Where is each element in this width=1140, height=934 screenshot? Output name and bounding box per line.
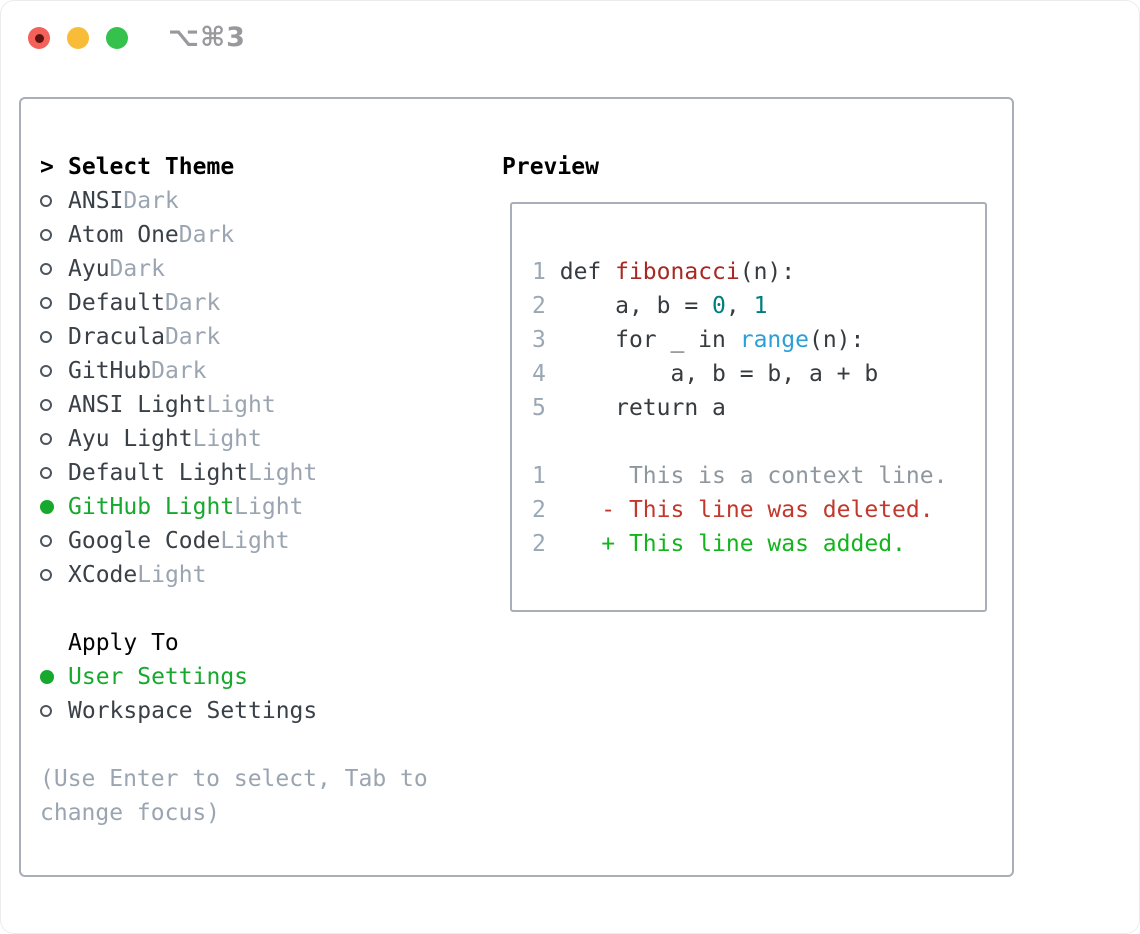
- preview-heading: Preview: [502, 154, 599, 180]
- theme-option[interactable]: Default Dark: [40, 286, 455, 320]
- code-line: 3 for _ in range(n):: [532, 327, 865, 353]
- option-variant: Light: [248, 460, 318, 486]
- theme-option[interactable]: Default Light Light: [40, 456, 455, 490]
- keyboard-hint: (Use Enter to select, Tab to change focu…: [40, 766, 428, 826]
- radio-icon: [40, 535, 52, 547]
- option-name: Dracula: [68, 324, 165, 350]
- option-name: Default Light: [68, 460, 249, 486]
- option-variant: Dark: [151, 358, 207, 384]
- code-line: 2 - This line was deleted.: [532, 497, 934, 523]
- theme-option[interactable]: GitHub Light Light: [40, 490, 455, 524]
- option-name: XCode: [68, 562, 138, 588]
- code-line: 1 def fibonacci(n):: [532, 259, 796, 285]
- option-name: Ayu Light: [68, 426, 193, 452]
- theme-option[interactable]: Dracula Dark: [40, 320, 455, 354]
- option-name: Workspace Settings: [68, 698, 318, 724]
- option-variant: Light: [192, 426, 262, 452]
- code-line: 5 return a: [532, 395, 726, 421]
- option-variant: Light: [137, 562, 207, 588]
- spacer: [40, 728, 455, 762]
- radio-icon: [40, 433, 52, 445]
- option-variant: Dark: [164, 324, 221, 350]
- window-title: ⌥⌘3: [168, 22, 246, 53]
- radio-icon: [40, 569, 52, 581]
- radio-selected-icon: [40, 500, 54, 514]
- option-name: ANSI Light: [68, 392, 207, 418]
- option-name: Ayu: [68, 256, 110, 282]
- theme-option[interactable]: ANSI Dark: [40, 184, 455, 218]
- apply-to-option[interactable]: Workspace Settings: [40, 694, 455, 728]
- close-dot-icon: [34, 33, 44, 43]
- apply-to-option[interactable]: User Settings: [40, 660, 455, 694]
- theme-option[interactable]: Google Code Light: [40, 524, 455, 558]
- option-name: Google Code: [68, 528, 221, 554]
- radio-icon: [40, 195, 52, 207]
- option-variant: Light: [220, 528, 290, 554]
- radio-icon: [40, 263, 52, 275]
- radio-icon: [40, 467, 52, 479]
- preview-box: 1 def fibonacci(n): 2 a, b = 0, 1 3 for _ …: [510, 202, 987, 612]
- option-name: Atom One: [68, 222, 179, 248]
- option-variant: Dark: [178, 222, 235, 248]
- titlebar: ⌥⌘3: [0, 0, 1140, 75]
- option-name: GitHub Light: [68, 494, 235, 520]
- code-line: 1 This is a context line.: [532, 463, 948, 489]
- apply-to-heading: Apply To: [40, 626, 455, 660]
- code-line: [532, 425, 985, 459]
- select-theme-heading: > Select Theme: [40, 150, 455, 184]
- radio-icon: [40, 229, 52, 241]
- option-variant: Dark: [164, 290, 221, 316]
- select-theme-label: Select Theme: [68, 154, 235, 180]
- minimize-button-icon[interactable]: [67, 27, 89, 49]
- option-name: Default: [68, 290, 165, 316]
- theme-option[interactable]: XCode Light: [40, 558, 455, 592]
- spacer: [40, 592, 455, 626]
- radio-icon: [40, 331, 52, 343]
- code-line: 2 + This line was added.: [532, 531, 906, 557]
- option-variant: Light: [234, 494, 304, 520]
- apply-to-label: Apply To: [68, 630, 179, 656]
- radio-icon: [40, 365, 52, 377]
- code-line: [532, 221, 985, 255]
- radio-icon: [40, 705, 52, 717]
- option-name: GitHub: [68, 358, 152, 384]
- code-line: 4 a, b = b, a + b: [532, 361, 879, 387]
- prompt-caret-icon: >: [40, 154, 54, 180]
- zoom-button-icon[interactable]: [106, 27, 128, 49]
- theme-option[interactable]: Ayu Light Light: [40, 422, 455, 456]
- theme-option[interactable]: Ayu Dark: [40, 252, 455, 286]
- radio-selected-icon: [40, 670, 54, 684]
- theme-option[interactable]: Atom One Dark: [40, 218, 455, 252]
- theme-option[interactable]: ANSI Light Light: [40, 388, 455, 422]
- option-variant: Dark: [123, 188, 179, 214]
- code-preview: 1 def fibonacci(n): 2 a, b = 0, 1 3 for _ …: [512, 204, 985, 561]
- code-line: 2 a, b = 0, 1: [532, 293, 768, 319]
- option-variant: Light: [206, 392, 276, 418]
- option-variant: Dark: [109, 256, 165, 282]
- radio-icon: [40, 399, 52, 411]
- option-name: ANSI: [68, 188, 124, 214]
- option-name: User Settings: [68, 664, 249, 690]
- close-button-icon[interactable]: [28, 27, 50, 49]
- radio-icon: [40, 297, 52, 309]
- theme-option[interactable]: GitHub Dark: [40, 354, 455, 388]
